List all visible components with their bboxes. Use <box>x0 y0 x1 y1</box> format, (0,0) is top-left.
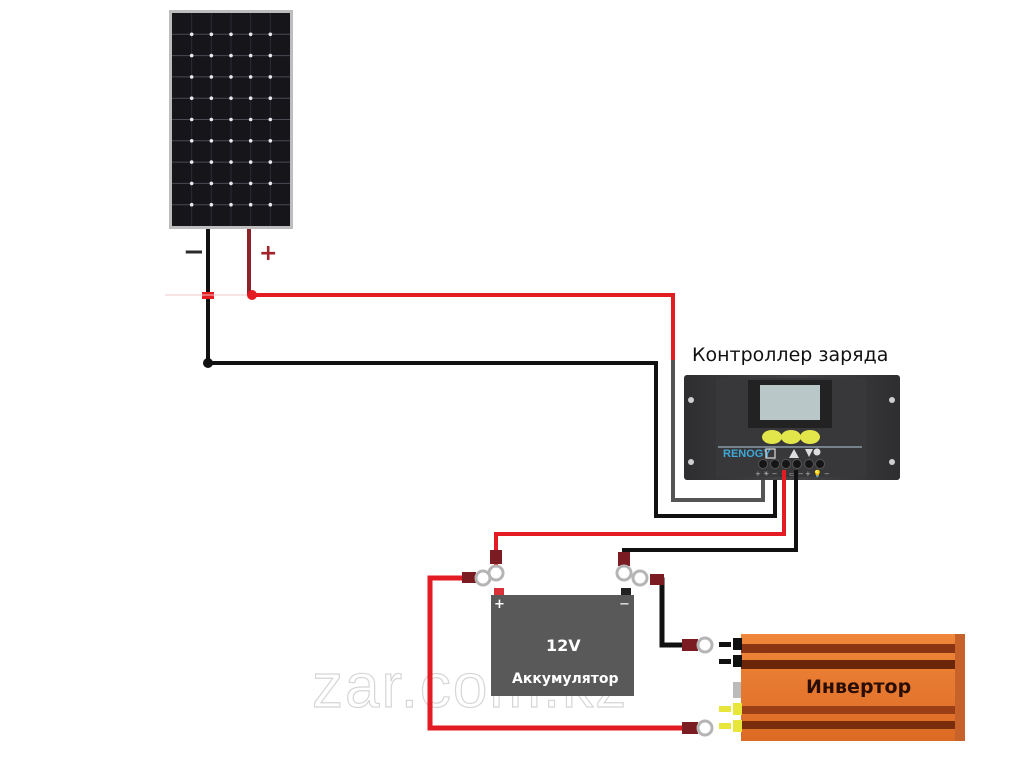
cell-corner-dot <box>189 160 194 164</box>
cell-corner-dot <box>248 53 253 58</box>
battery-positive-symbol: + <box>494 597 505 612</box>
controller-brand: RENOGY <box>723 448 771 460</box>
cell-corner-dot <box>209 75 214 79</box>
cell-corner-dot <box>229 32 233 37</box>
cell-corner-dot <box>229 53 233 58</box>
controller-terminals <box>758 459 825 469</box>
controller-label: Контроллер заряда <box>692 344 888 366</box>
inverter: Инвертор <box>719 634 965 741</box>
terminal-label-panel: + ☀ − <box>755 470 778 478</box>
cell-corner-dot <box>229 181 233 186</box>
cell-corner-dot <box>209 160 214 164</box>
cell-corner-dot <box>209 117 214 122</box>
cell-corner-dot <box>229 75 233 79</box>
battery-negative-symbol: − <box>619 597 630 612</box>
terminal-label-load: + 💡 − <box>805 469 830 478</box>
cell-corner-dot <box>268 139 273 143</box>
cell-corner-dot <box>248 96 253 100</box>
cell-corner-dot <box>229 160 233 164</box>
cell-corner-dot <box>248 117 253 122</box>
panel-positive-connector <box>247 290 257 300</box>
terminal-label-battery: + ▭ − <box>781 470 804 478</box>
cell-corner-dot <box>209 96 214 100</box>
battery: + − 12V Аккумулятор <box>491 588 634 696</box>
terminal-screw <box>815 459 825 469</box>
cell-corner-dot <box>268 53 273 58</box>
ring-terminals <box>462 550 714 737</box>
cell-corner-dot <box>189 117 194 122</box>
cell-corner-dot <box>189 53 194 58</box>
cell-corner-dot <box>268 117 273 122</box>
terminal-screw <box>770 459 780 469</box>
cell-corner-dot <box>248 139 253 143</box>
battery-inverter-negative-wire <box>650 577 690 648</box>
cell-corner-dot <box>189 32 194 37</box>
panel-negative-wire <box>206 229 777 518</box>
cell-corner-dot <box>268 96 273 100</box>
charge-controller: RENOGY + ☀ − + ▭ − + 💡 − <box>684 375 900 480</box>
mount-screw <box>889 397 895 403</box>
cell-corner-dot <box>209 32 214 37</box>
cell-corner-dot <box>189 96 194 100</box>
controller-button <box>762 430 782 444</box>
bulb-icon <box>813 448 821 456</box>
cell-corner-dot <box>189 75 194 79</box>
cell-corner-dot <box>209 202 214 207</box>
cell-corner-dot <box>229 202 233 207</box>
battery-label: Аккумулятор <box>512 671 619 687</box>
mount-screw <box>889 459 895 465</box>
cell-corner-dot <box>209 181 214 186</box>
battery-inverter-positive-wire <box>427 575 690 731</box>
cell-corner-dot <box>229 139 233 143</box>
mount-screw <box>688 459 694 465</box>
cell-corner-dot <box>229 96 233 100</box>
panel-negative-symbol: − <box>183 237 205 267</box>
cell-corner-dot <box>248 160 253 164</box>
cell-corner-dot <box>248 181 253 186</box>
terminal-screw <box>804 459 814 469</box>
cell-corner-dot <box>248 75 253 79</box>
terminal-screw <box>792 459 802 469</box>
mount-screw <box>688 397 694 403</box>
junction-dot <box>203 358 213 368</box>
cell-corner-dot <box>189 202 194 207</box>
controller-button <box>781 430 801 444</box>
cell-corner-dot <box>268 160 273 164</box>
solar-cell-grid <box>172 13 290 226</box>
battery-voltage: 12V <box>546 636 581 655</box>
battery-warning-icon <box>789 449 799 458</box>
load-icon <box>805 449 813 457</box>
panel-positive-wire <box>247 229 765 502</box>
cell-corner-dot <box>189 181 194 186</box>
cell-corner-dot <box>248 202 253 207</box>
cell-corner-dot <box>268 32 273 37</box>
solar-panel <box>169 10 293 229</box>
panel-status-icon <box>765 448 776 459</box>
lcd-screen <box>760 385 820 420</box>
cell-corner-dot <box>268 181 273 186</box>
cell-corner-dot <box>248 32 253 37</box>
terminal-screw <box>781 459 791 469</box>
cell-corner-dot <box>268 75 273 79</box>
panel-positive-symbol: + <box>259 241 277 266</box>
cell-corner-dot <box>209 139 214 143</box>
cell-corner-dot <box>229 117 233 122</box>
controller-button <box>800 430 820 444</box>
terminal-screw <box>758 459 768 469</box>
cell-corner-dot <box>268 202 273 207</box>
cell-corner-dot <box>189 139 194 143</box>
inverter-label: Инвертор <box>806 676 911 698</box>
cell-corner-dot <box>209 53 214 58</box>
